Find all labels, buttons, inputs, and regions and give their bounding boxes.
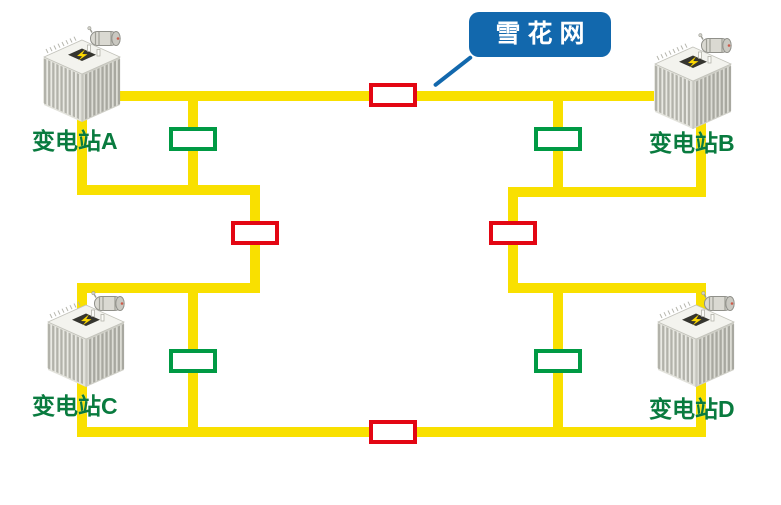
feeder-drop-station-b xyxy=(696,96,706,197)
feeder-drop-station-a xyxy=(77,96,87,195)
transformer-icon-station-a xyxy=(42,26,121,123)
callout-pointer-line xyxy=(432,54,474,88)
callout-bubble: 雪花网 xyxy=(469,12,611,57)
transformer-icon-station-d xyxy=(656,291,735,388)
station-label-b: 变电站B xyxy=(649,130,735,156)
transformer-icon-station-b xyxy=(653,33,732,130)
feeder-segment-left-lower xyxy=(77,283,260,293)
station-label-a: 变电站A xyxy=(32,128,118,154)
station-label-d: 变电站D xyxy=(649,396,735,422)
open-tie-switch-right-lower xyxy=(534,349,582,373)
closed-switch-right-middle xyxy=(489,221,537,245)
feeder-segment-right-upper xyxy=(508,187,706,197)
closed-switch-left-middle xyxy=(231,221,279,245)
transformer-icon-station-c xyxy=(46,291,125,388)
closed-switch-bottom xyxy=(369,420,417,444)
feeder-segment-left-upper xyxy=(77,185,260,195)
station-label-c: 变电站C xyxy=(32,393,118,419)
open-tie-switch-left-upper xyxy=(169,127,217,151)
open-tie-switch-right-upper xyxy=(534,127,582,151)
open-tie-switch-left-lower xyxy=(169,349,217,373)
feeder-segment-right-lower xyxy=(508,283,706,293)
closed-switch-top xyxy=(369,83,417,107)
